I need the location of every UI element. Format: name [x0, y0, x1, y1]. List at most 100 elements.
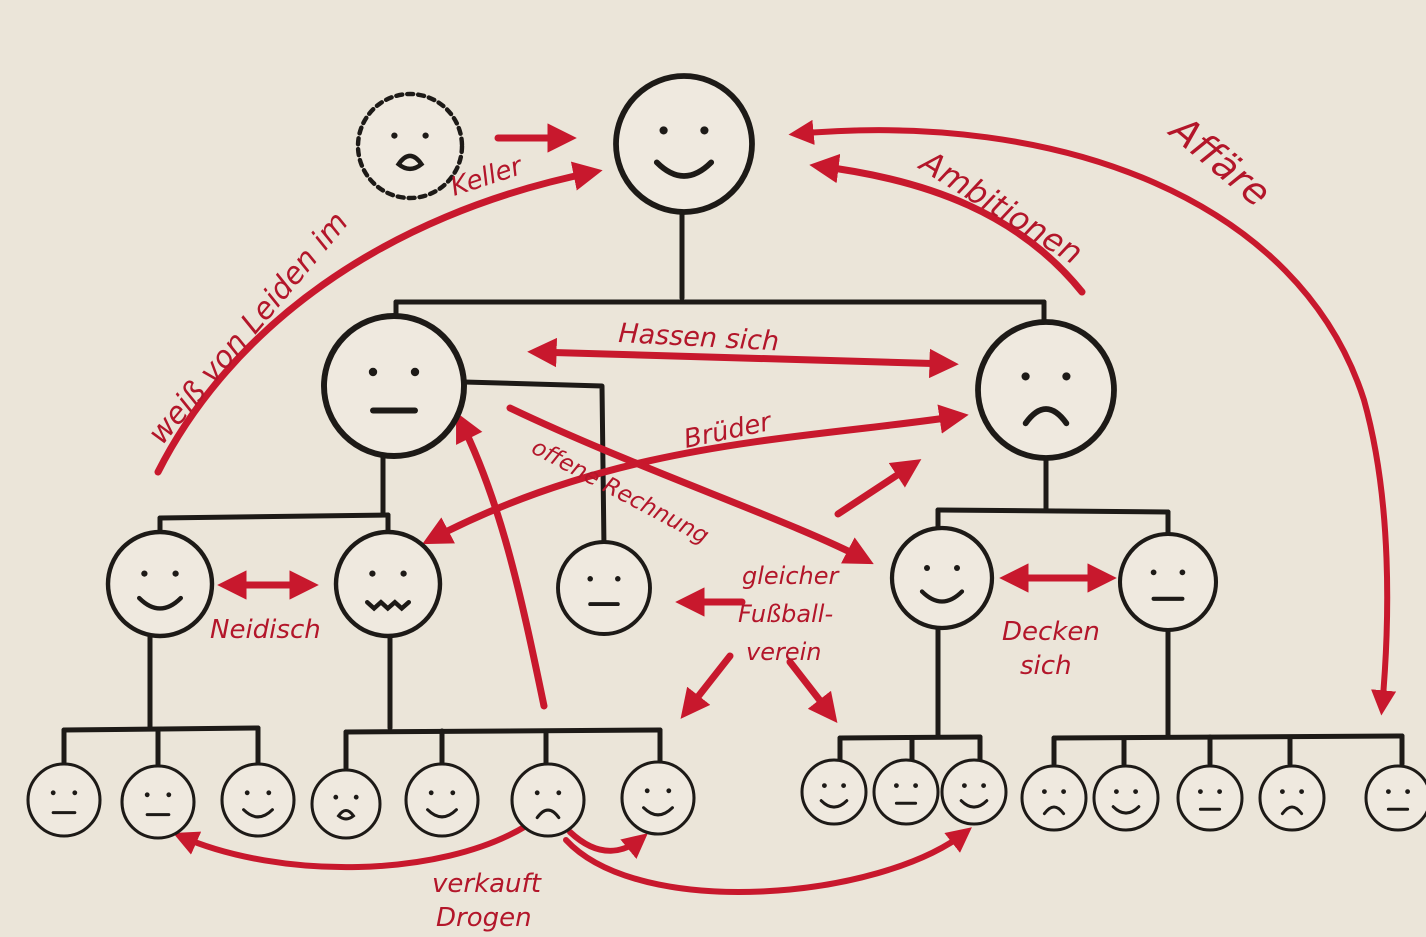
face-g2-a-right-eye: [172, 570, 179, 577]
face-son-right-head: [975, 319, 1117, 461]
label-sleep-together-2: sich: [1020, 651, 1072, 681]
face-g3-8-right-eye: [841, 783, 846, 788]
face-g3-8-left-eye: [822, 783, 827, 788]
face-g3-8-head: [800, 758, 868, 826]
face-g3-1: [26, 762, 102, 838]
arrow-affair: [788, 119, 1397, 716]
face-g3-14-head: [1258, 764, 1326, 832]
face-g2-a-mouth: [136, 595, 184, 611]
face-g3-12-left-eye: [1114, 789, 1119, 794]
face-g3-2-right-eye: [166, 792, 172, 798]
face-g2-b-left-eye: [369, 570, 376, 577]
face-g3-10-left-eye: [962, 783, 967, 788]
face-g3-13-head: [1176, 764, 1244, 832]
arrow-brothers: [422, 404, 969, 545]
face-patriarch: [613, 73, 755, 215]
face-g3-5-mouth: [426, 808, 458, 819]
face-son-right: [975, 319, 1117, 461]
label-envious: Neidisch: [210, 615, 321, 645]
arrow-club-up: [834, 459, 922, 518]
face-g2-c: [556, 540, 652, 636]
face-g3-2-left-eye: [144, 792, 150, 798]
face-son-left: [321, 313, 467, 459]
label-same-club-2: Fußball-: [738, 600, 833, 628]
face-g3-7-head: [620, 760, 696, 836]
face-g3-4-left-eye: [333, 794, 339, 800]
face-g3-1-left-eye: [50, 790, 56, 796]
face-ghost: [355, 91, 465, 201]
relationship-arrows: [154, 119, 1397, 895]
face-g3-4-mouth: [336, 808, 356, 821]
face-g2-a-left-eye: [141, 570, 148, 577]
arrow-drugs-left: [173, 823, 529, 871]
face-g3-10-head: [940, 758, 1008, 826]
face-g3-11-left-eye: [1042, 789, 1047, 794]
face-son-left-head: [321, 313, 467, 459]
arrow-open-bill: [506, 404, 874, 565]
face-g2-b-head: [333, 529, 443, 639]
arrow-hate-each-other: [527, 337, 959, 379]
face-g2-b: [333, 529, 443, 639]
face-g3-15-head: [1364, 764, 1426, 832]
face-g3-10-mouth: [959, 799, 989, 809]
face-g3-3: [220, 762, 296, 838]
face-g2-e-left-eye: [1150, 569, 1157, 576]
face-g2-d-right-eye: [954, 565, 960, 571]
arrow-club-downright: [786, 658, 838, 723]
face-g2-b-right-eye: [400, 570, 407, 577]
face-g2-a: [105, 529, 215, 639]
face-ghost-head: [355, 91, 465, 201]
face-g3-7-mouth: [642, 806, 674, 817]
face-g3-11: [1020, 764, 1088, 832]
face-g3-7-right-eye: [666, 788, 672, 794]
face-g3-9: [872, 758, 940, 826]
face-g3-2-head: [120, 764, 196, 840]
face-g3-11-mouth: [1042, 805, 1066, 816]
face-g3-13-right-eye: [1217, 789, 1222, 794]
face-g3-7: [620, 760, 696, 836]
face-g3-8: [800, 758, 868, 826]
face-g2-d-left-eye: [924, 565, 930, 571]
face-g3-1-head: [26, 762, 102, 838]
face-g3-5: [404, 762, 480, 838]
face-g3-12-mouth: [1111, 805, 1141, 815]
face-patriarch-right-eye: [700, 126, 709, 135]
face-g2-c-head: [556, 540, 652, 636]
label-sold-drugs-1: verkauft: [432, 869, 542, 899]
face-g3-9-head: [872, 758, 940, 826]
face-son-right-right-eye: [1062, 372, 1071, 381]
face-g2-a-head: [105, 529, 215, 639]
label-sleep-together-1: Decken: [1002, 617, 1100, 647]
faces: [26, 73, 1426, 840]
face-g3-9-right-eye: [913, 783, 918, 788]
face-g3-6-left-eye: [534, 790, 540, 796]
face-g2-c-right-eye: [615, 576, 621, 582]
face-g3-1-right-eye: [72, 790, 78, 796]
arrow-club-downleft: [680, 652, 734, 719]
face-g3-8-mouth: [819, 799, 849, 809]
label-same-club-1: gleicher: [742, 562, 841, 590]
arrow-drugs-far: [563, 827, 972, 895]
face-g3-4-right-eye: [353, 794, 359, 800]
face-g2-e-right-eye: [1179, 569, 1186, 576]
face-g3-3-mouth: [242, 808, 274, 819]
face-g2-c-left-eye: [587, 576, 593, 582]
face-son-left-right-eye: [410, 367, 420, 377]
face-g3-14-mouth: [1280, 805, 1304, 816]
face-g3-15-right-eye: [1405, 789, 1410, 794]
face-g3-12-right-eye: [1133, 789, 1138, 794]
face-g3-11-head: [1020, 764, 1088, 832]
face-g2-d: [889, 525, 995, 631]
face-g3-14-left-eye: [1280, 789, 1285, 794]
face-g3-3-left-eye: [244, 790, 250, 796]
face-g3-4: [310, 768, 382, 840]
face-g3-11-right-eye: [1061, 789, 1066, 794]
face-g3-5-left-eye: [428, 790, 434, 796]
face-g3-3-right-eye: [266, 790, 272, 796]
face-g3-12: [1092, 764, 1160, 832]
face-g3-6: [510, 762, 586, 838]
face-g3-3-head: [220, 762, 296, 838]
face-son-right-mouth: [1022, 406, 1070, 427]
face-patriarch-head: [613, 73, 755, 215]
